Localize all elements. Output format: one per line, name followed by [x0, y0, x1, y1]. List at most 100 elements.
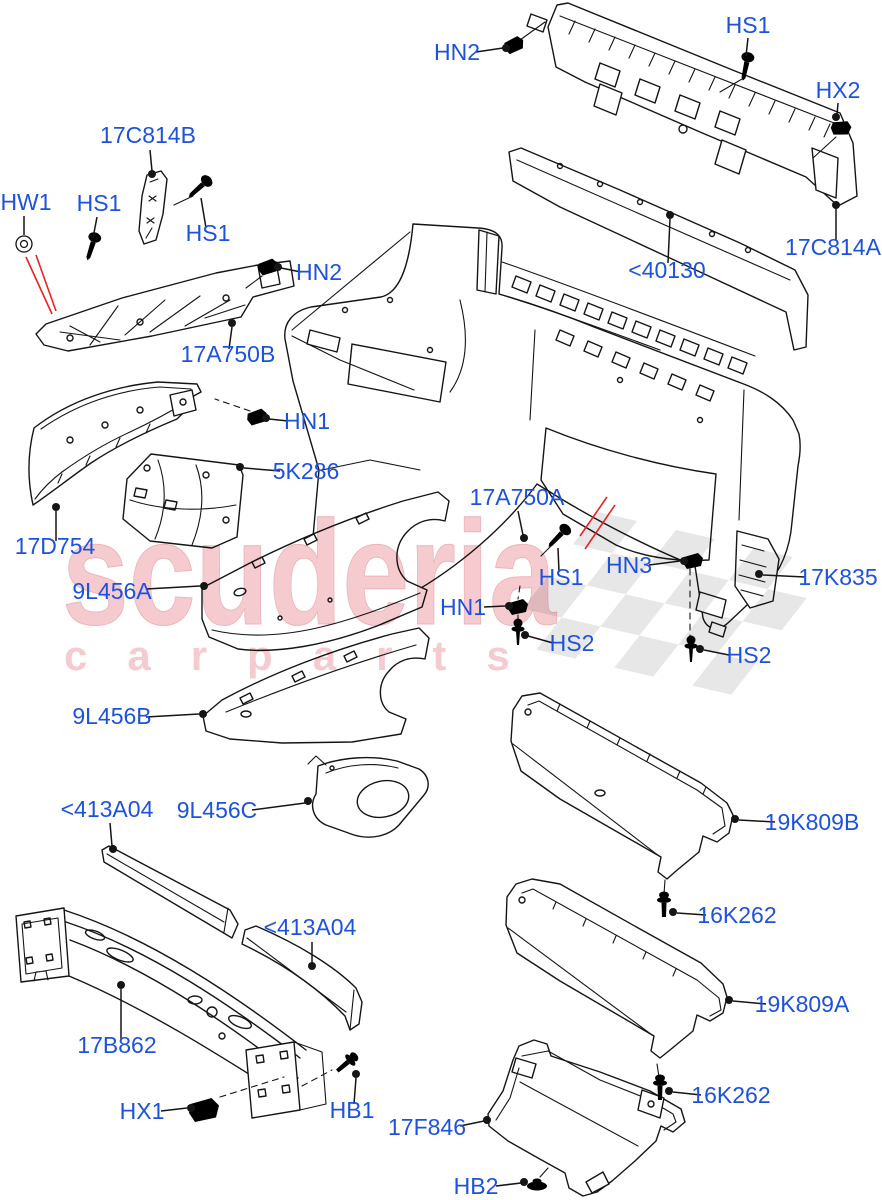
- leader-dot: [200, 582, 208, 590]
- callout-9l456b: 9L456B: [72, 703, 151, 729]
- hole: [678, 124, 688, 134]
- leader-dot: [696, 645, 704, 653]
- callout-hb2: HB2: [454, 1173, 499, 1199]
- part-outline: [508, 147, 809, 351]
- emblem: [240, 710, 252, 718]
- callout-hs1-c: HS1: [539, 564, 584, 590]
- callout-16k262-b: 16K262: [691, 1082, 770, 1108]
- hole: [202, 471, 210, 479]
- part-closing-panel: [526, 2, 858, 207]
- part-cover-19k809a: [505, 878, 728, 1078]
- leader-line: [676, 912, 707, 916]
- tip-bracket: [169, 389, 197, 417]
- hole: [143, 464, 151, 472]
- hole: [341, 306, 349, 314]
- detail-lines: [512, 700, 726, 857]
- part-outline: [241, 925, 363, 1031]
- leader-dot: [262, 414, 270, 422]
- leader-dot: [352, 1070, 360, 1078]
- hole: [327, 597, 333, 603]
- cutouts: [594, 62, 741, 136]
- callout-5k286: 5K286: [273, 458, 340, 484]
- hole: [222, 294, 230, 302]
- callout-19k809b: 19K809B: [765, 809, 860, 835]
- slots: [133, 487, 178, 511]
- leader-dot: [117, 981, 125, 989]
- leader-dot: [520, 534, 528, 542]
- callout-hx2: HX2: [816, 77, 861, 103]
- leader-dot: [666, 211, 674, 219]
- center-window: [540, 427, 717, 562]
- leader-dot: [665, 1087, 673, 1095]
- leader-line: [160, 1107, 188, 1112]
- tabs: [251, 512, 370, 569]
- leader-dot: [725, 996, 733, 1004]
- callout-hb1: HB1: [330, 1097, 375, 1123]
- part-shield-5k286: [122, 453, 244, 549]
- callout-40130: <40130: [628, 257, 705, 283]
- notch: [511, 1057, 537, 1079]
- callout-16k262-a: 16K262: [697, 902, 776, 928]
- part-absorber-strip-upper: [101, 845, 239, 939]
- callout-17a750a: 17A750A: [470, 484, 565, 510]
- leader-dot: [502, 44, 510, 52]
- leader-dot: [483, 1116, 491, 1124]
- hole: [222, 516, 230, 524]
- hatch: [568, 20, 831, 138]
- beam-body: [63, 909, 307, 1101]
- callout-hs1-b: HS1: [186, 220, 231, 246]
- leader-line: [703, 649, 730, 656]
- hole: [206, 1006, 218, 1018]
- part-bezel-9l456c: [307, 755, 429, 838]
- callout-hn2-b: HN2: [296, 259, 342, 285]
- hole: [386, 296, 394, 304]
- grid-cells: [511, 275, 748, 375]
- leader-dot: [52, 503, 60, 511]
- hole: [66, 334, 74, 342]
- leader-line: [762, 574, 806, 578]
- callout-9l456a: 9L456A: [72, 578, 152, 604]
- detail-lines: [246, 937, 355, 1031]
- red-pointer-line: [579, 496, 608, 537]
- part-outline: [101, 845, 239, 939]
- leader-dot: [228, 319, 236, 327]
- detail-lines: [559, 15, 835, 124]
- boss: [596, 180, 604, 188]
- screw-hs1-left: [81, 230, 103, 263]
- part-absorber-strip-lower: [241, 925, 363, 1031]
- leader-dot: [304, 797, 312, 805]
- detail-lines: [507, 888, 722, 1036]
- leader-line: [672, 1091, 702, 1096]
- washer-hw1: [15, 235, 33, 253]
- part-bracket-17c814b: [138, 170, 168, 245]
- part-outline: [311, 756, 429, 838]
- leader-line: [459, 1120, 485, 1127]
- callout-17b862: 17B862: [77, 1032, 156, 1058]
- part-outline: [202, 627, 430, 744]
- part-flare-17d754: [28, 381, 202, 506]
- leader-dot: [731, 815, 739, 823]
- hole: [524, 708, 532, 716]
- hole: [187, 995, 203, 1005]
- leader-line: [92, 216, 98, 239]
- detail-lines: [516, 159, 791, 281]
- plate-inner: [21, 917, 63, 982]
- leader-line: [200, 197, 207, 229]
- detail-lines: [34, 386, 192, 500]
- parts-layer: [15, 2, 858, 1197]
- leader-line: [145, 585, 201, 590]
- callout-17f846: 17F846: [388, 1114, 466, 1140]
- box-side: [293, 1041, 327, 1111]
- leader-line: [745, 37, 749, 57]
- part-outline: [505, 878, 728, 1059]
- tabs: [239, 650, 358, 705]
- part-outline: [510, 692, 734, 880]
- callout-hw1: HW1: [0, 189, 51, 215]
- end-bracket: [811, 147, 839, 199]
- callout-hs1-a: HS1: [77, 190, 122, 216]
- leader-line: [145, 713, 200, 718]
- leader-line: [353, 1077, 357, 1105]
- leader-dot: [680, 557, 688, 565]
- callout-17a750b: 17A750B: [181, 341, 276, 367]
